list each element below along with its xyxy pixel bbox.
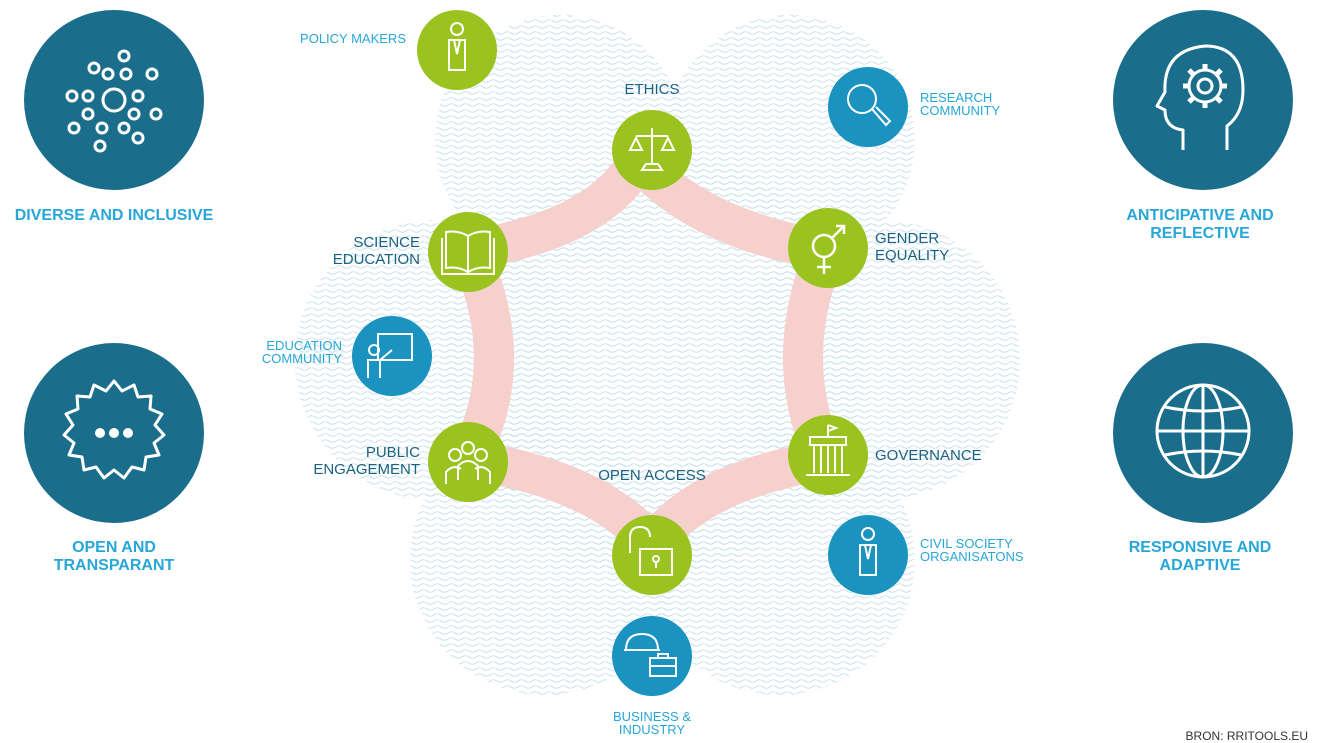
public-engagement-node	[428, 422, 508, 502]
scales-icon	[628, 128, 676, 171]
source-credit: BRON: RRITOOLS.EU	[1185, 729, 1308, 743]
governance-node	[788, 415, 868, 495]
government-building-icon	[806, 424, 850, 476]
science-education-label: SCIENCE EDUCATION	[332, 234, 420, 268]
diverse-inclusive-label: DIVERSE AND INCLUSIVE	[14, 207, 214, 224]
speech-bubble-icon	[62, 379, 166, 480]
globe-icon	[1155, 383, 1251, 479]
open-access-label: OPEN ACCESS	[598, 467, 706, 484]
diverse-inclusive-circle	[24, 10, 204, 190]
open-book-icon	[441, 230, 495, 275]
science-education-node	[428, 212, 508, 292]
open-transparent-circle	[24, 343, 204, 523]
person-icon	[859, 527, 877, 576]
person-icon	[448, 22, 466, 71]
policy-makers-node	[417, 10, 497, 90]
business-industry-label: BUSINESS & INDUSTRY	[612, 709, 692, 737]
anticipative-reflective-circle	[1113, 10, 1293, 190]
gender-icon	[811, 224, 846, 274]
education-community-label: EDUCATION COMMUNITY	[261, 338, 342, 366]
magnifier-icon	[847, 84, 892, 127]
dots-cluster-icon	[65, 49, 163, 153]
civil-society-node	[828, 515, 908, 595]
gender-equality-node	[788, 208, 868, 288]
governance-label: GOVERNANCE	[875, 447, 982, 464]
head-gear-icon	[1155, 44, 1245, 150]
open-access-node	[612, 515, 692, 595]
research-community-node	[828, 67, 908, 147]
research-community-label: RESEARCH COMMUNITY	[920, 90, 1001, 118]
open-padlock-icon	[629, 525, 673, 576]
public-engagement-label: PUBLIC ENGAGEMENT	[313, 444, 420, 478]
policy-makers-label: POLICY MAKERS	[300, 31, 406, 46]
open-transparent-label: OPEN AND TRANSPARANT	[53, 539, 175, 574]
education-community-node	[352, 316, 432, 396]
responsive-adaptive-label: RESPONSIVE AND ADAPTIVE	[1128, 539, 1272, 574]
anticipative-reflective-label: ANTICIPATIVE AND REFLECTIVE	[1126, 207, 1274, 242]
people-group-icon	[445, 441, 491, 484]
gender-equality-label: GENDER EQUALITY	[875, 230, 950, 264]
business-industry-node	[612, 616, 692, 696]
civil-society-label: CIVIL SOCIETY ORGANISATONS	[920, 536, 1024, 564]
ethics-node	[612, 110, 692, 190]
ethics-label: ETHICS	[624, 81, 680, 98]
responsive-adaptive-circle	[1113, 343, 1293, 523]
worker-briefcase-icon	[624, 632, 677, 677]
teacher-board-icon	[367, 333, 413, 378]
